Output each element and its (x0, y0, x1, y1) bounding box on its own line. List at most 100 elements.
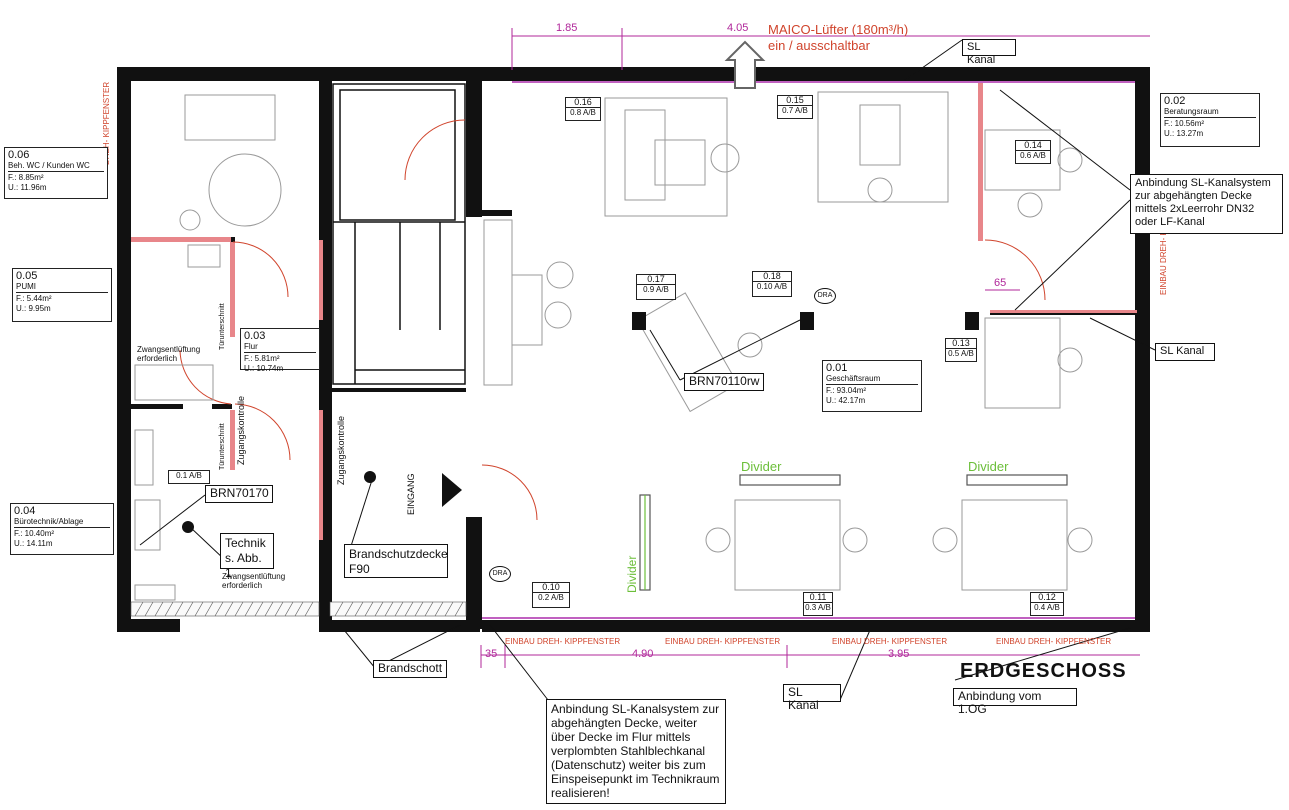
window-label-left: DREH- KIPPFENSTER (102, 82, 111, 165)
hatch-bands (130, 601, 467, 617)
callout-sl-kanal-bottom: SL Kanal (783, 684, 841, 712)
room-area: F.: 10.56m² (1164, 119, 1205, 128)
callout-brandschott: Brandschott (373, 660, 447, 678)
window-label-b3: EINBAU DREH- KIPPFENSTER (832, 637, 948, 646)
tag-id: 0.11 (804, 593, 832, 603)
tag-port: 0.8 A/B (570, 108, 596, 117)
dra-marker-2: DRA (814, 288, 836, 304)
room-area: F.: 8.85m² (8, 173, 44, 182)
dimension-lines (480, 28, 1150, 668)
room-number: 0.05 (16, 270, 38, 282)
tag-port: 0.9 A/B (643, 285, 669, 294)
room-area: F.: 5.44m² (16, 294, 52, 303)
zwangsentlueftung-label-a: Zwangsentlüftung erforderlich (137, 345, 201, 363)
divider-label-1: Divider (741, 459, 782, 474)
technik-marker-icon (182, 521, 194, 533)
callout-brn70170: BRN70170 (205, 485, 273, 503)
window-label-b4: EINBAU DREH- KIPPFENSTER (996, 637, 1112, 646)
room-number: 0.04 (14, 505, 36, 517)
tuerunterschnitt-label-a: Türunterschnitt (219, 303, 226, 350)
tag-id: 0.15 (778, 96, 812, 106)
tag-port: 0.3 A/B (805, 603, 831, 612)
door-swings (179, 119, 1046, 521)
callout-sl-kanal-top: SL Kanal (962, 39, 1016, 66)
eingang-label: EINGANG (406, 473, 416, 515)
tag-id: 0.14 (1016, 141, 1050, 151)
room-perimeter: U.: 14.11m (14, 539, 53, 548)
room-number: 0.06 (8, 149, 30, 161)
tag-port: 0.4 A/B (1034, 603, 1060, 612)
tag-port: 0.2 A/B (538, 593, 564, 602)
room-perimeter: U.: 42.17m (826, 396, 866, 405)
red-fire-walls (131, 81, 1137, 540)
room-label-0-03: 0.03 Flur F.: 5.81m² U.: 10.74m (240, 328, 320, 373)
fan-arrow-icon (724, 40, 766, 89)
divider-panels (639, 474, 1068, 591)
tuerunterschnitt-label-b: Türunterschnitt (219, 423, 226, 470)
room-perimeter: U.: 9.95m (16, 304, 51, 313)
tag-id: 0.18 (753, 272, 791, 282)
dim-bottom-c: 3.95 (888, 648, 910, 660)
tag-port: 0.6 A/B (1020, 151, 1046, 160)
zwangsentlueftung-label-b: Zwangsentlüftung erforderlich (222, 572, 286, 590)
callout-technik: Technik s. Abb. 1 (220, 533, 274, 580)
room-area: F.: 10.40m² (14, 529, 55, 538)
floor-title: ERDGESCHOSS (960, 660, 1127, 682)
dim-bottom-a: 35 (485, 648, 498, 660)
callout-sl-kanal-right: SL Kanal (1155, 343, 1215, 361)
room-label-0-01: 0.01 Geschäftsraum F.: 93.04m² U.: 42.17… (822, 360, 922, 412)
tag-id: 0.12 (1031, 593, 1063, 603)
room-name: Geschäftsraum (826, 374, 918, 385)
room-label-0-02: 0.02 Beratungsraum F.: 10.56m² U.: 13.27… (1160, 93, 1260, 147)
tag-port: 0.1 A/B (176, 471, 202, 480)
structural-posts (632, 312, 986, 632)
zugangskontrolle-label-b: Zugangskontrolle (336, 416, 346, 485)
zugangskontrolle-label-a: Zugangskontrolle (236, 396, 246, 465)
dim-right-65: 65 (994, 277, 1007, 289)
window-label-right: EINBAU DREH- KIPPFENSTER (1159, 180, 1168, 295)
tag-port: 0.5 A/B (948, 349, 974, 358)
callout-anbindung-bottom: Anbindung SL-Kanalsystem zur abgehängten… (546, 699, 726, 804)
room-number: 0.02 (1164, 95, 1186, 107)
room-name: Beratungsraum (1164, 107, 1256, 118)
room-number: 0.03 (244, 330, 266, 342)
dim-bottom-b: 4.90 (632, 648, 654, 660)
room-number: 0.01 (826, 362, 848, 374)
dim-top-b: 4.05 (727, 22, 749, 34)
tag-port: 0.7 A/B (782, 106, 808, 115)
eingang-marker-icon (364, 471, 376, 483)
room-name: Beh. WC / Kunden WC (8, 161, 104, 172)
tag-id: 0.17 (637, 275, 675, 285)
dra-marker-1: DRA (489, 566, 511, 582)
divider-label-2: Divider (968, 459, 1009, 474)
room-perimeter: U.: 11.96m (8, 183, 47, 192)
room-perimeter: U.: 13.27m (1164, 129, 1204, 138)
room-area: F.: 5.81m² (244, 354, 280, 363)
tag-port: 0.10 A/B (756, 282, 788, 291)
fan-label-line2: ein / ausschaltbar (768, 38, 870, 53)
window-label-b2: EINBAU DREH- KIPPFENSTER (665, 637, 781, 646)
room-label-0-05: 0.05 PUMI F.: 5.44m² U.: 9.95m (12, 268, 112, 322)
dim-top-a: 1.85 (556, 22, 578, 34)
room-name: Bürotechnik/Ablage (14, 517, 110, 528)
tag-id: 0.10 (533, 583, 569, 593)
fan-label-line1: MAICO-Lüfter (180m³/h) (768, 22, 909, 37)
callout-anbindung-og: Anbindung vom 1.OG (953, 688, 1077, 716)
room-name: Flur (244, 342, 316, 353)
divider-label-3: Divider (625, 556, 639, 593)
furniture (134, 91, 1093, 601)
callout-brandschutzdecke: Brandschutzdecke F90 (344, 544, 448, 578)
tag-id: 0.16 (566, 98, 600, 108)
outlet-tag-0-1: 0.1 A/B (168, 470, 210, 484)
room-perimeter: U.: 10.74m (244, 364, 284, 373)
